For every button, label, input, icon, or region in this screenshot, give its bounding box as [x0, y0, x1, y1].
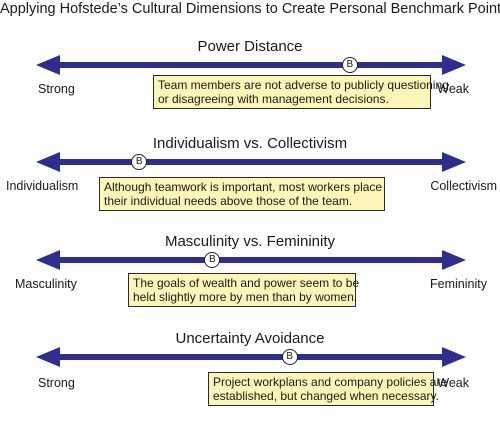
arrow-head-left	[36, 347, 60, 367]
benchmark-note: The goals of wealth and power seem to be…	[128, 273, 360, 307]
right-pole-label: Collectivism	[430, 179, 497, 193]
benchmark-marker: B	[281, 349, 298, 365]
benchmark-note: Although teamwork is important, most wor…	[99, 177, 385, 211]
scale-arrow	[36, 347, 466, 367]
page-title: Applying Hofstede’s Cultural Dimensions …	[0, 1, 500, 17]
note-line: held slightly more by men than by women.	[133, 290, 358, 304]
left-pole-label: Individualism	[6, 179, 79, 193]
arrow-head-right	[442, 152, 466, 172]
arrow-head-right	[442, 55, 466, 75]
left-pole-label: Masculinity	[15, 277, 77, 291]
note-line: The goals of wealth and power seem to be	[133, 276, 360, 290]
note-line: Although teamwork is important, most wor…	[104, 180, 383, 194]
dimension-masculinity-femininity: Masculinity vs. Femininity Masculinity F…	[0, 233, 500, 328]
note-line: Project workplans and company policies a…	[213, 375, 448, 389]
note-line: Team members are not adverse to publicly…	[158, 78, 449, 92]
dimension-uncertainty-avoidance: Uncertainty Avoidance Strong Weak Projec…	[0, 330, 500, 425]
right-pole-label: Weak	[437, 82, 469, 96]
arrow-head-left	[36, 152, 60, 172]
dimension-power-distance: Power Distance Strong Weak Team members …	[0, 38, 500, 133]
note-line: their individual needs above those of th…	[104, 194, 353, 208]
dimension-title: Uncertainty Avoidance	[175, 330, 325, 347]
benchmark-marker: B	[204, 252, 221, 268]
arrow-shaft	[54, 354, 448, 360]
left-pole-label: Strong	[38, 376, 75, 390]
scale-arrow	[36, 55, 466, 75]
benchmark-note: Project workplans and company policies a…	[208, 372, 448, 406]
left-pole-label: Strong	[38, 82, 75, 96]
right-pole-label: Femininity	[430, 277, 487, 291]
arrow-shaft	[54, 257, 448, 263]
dimension-title: Masculinity vs. Femininity	[164, 233, 336, 250]
dimension-title: Power Distance	[197, 38, 303, 55]
note-line: established, but changed when necessary.	[213, 389, 439, 403]
dimension-title: Individualism vs. Collectivism	[152, 135, 348, 152]
arrow-head-right	[442, 347, 466, 367]
benchmark-marker: B	[131, 154, 148, 170]
note-line: or disagreeing with management decisions…	[158, 92, 389, 106]
arrow-head-left	[36, 250, 60, 270]
right-pole-label: Weak	[437, 376, 469, 390]
arrow-shaft	[54, 159, 448, 165]
benchmark-marker: B	[341, 57, 358, 73]
scale-arrow	[36, 152, 466, 172]
dimension-individualism-collectivism: Individualism vs. Collectivism Individua…	[0, 135, 500, 230]
scale-arrow	[36, 250, 466, 270]
arrow-head-right	[442, 250, 466, 270]
benchmark-note: Team members are not adverse to publicly…	[153, 75, 449, 109]
arrow-shaft	[54, 62, 448, 68]
arrow-head-left	[36, 55, 60, 75]
